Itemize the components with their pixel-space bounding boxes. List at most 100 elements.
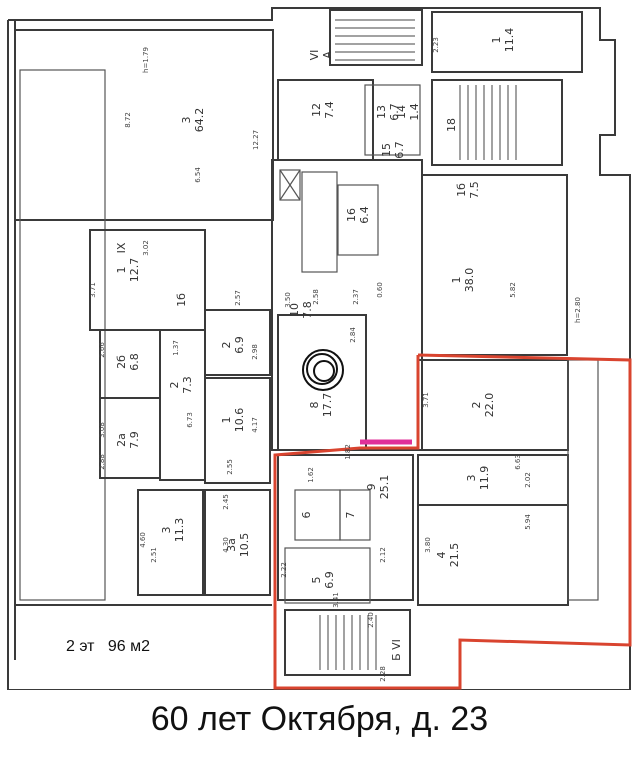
dimension-label: 3.02: [142, 240, 150, 256]
room-9-outline: [277, 454, 414, 601]
room-area: 6.9: [233, 336, 246, 354]
room-number: 4: [435, 552, 448, 559]
dimension-label: 2.55: [226, 459, 234, 475]
dimension-label: 2.51: [150, 547, 158, 563]
room-area: 11.4: [503, 28, 516, 53]
dimension-label: 4.30: [222, 537, 230, 553]
room-area: А: [321, 51, 334, 59]
dimension-label: 1.37: [172, 340, 180, 356]
room-18-stairs-outline: [431, 79, 563, 166]
dimension-label: 2.88: [98, 454, 106, 470]
dimension-label: 8.72: [124, 112, 132, 128]
room-number: 9: [365, 484, 378, 491]
room-label: IX: [115, 242, 128, 253]
room-area: 7.9: [128, 431, 141, 449]
room-area: 10.6: [233, 408, 246, 433]
room-number: 3: [180, 117, 193, 124]
room-label: 7: [344, 512, 357, 519]
top-stair-outline: [329, 9, 423, 66]
room-number: 1: [490, 37, 503, 44]
room-number: 1: [220, 417, 233, 424]
room-area: 7.4: [323, 101, 336, 119]
dimension-label: 6.73: [186, 412, 194, 428]
room-10.5-outline: [204, 489, 271, 596]
room-1-top-outline: [431, 11, 583, 73]
window-bays: [567, 359, 599, 601]
dimension-label: 3.50: [284, 292, 292, 308]
dimension-label: 2.45: [222, 494, 230, 510]
room-7.3-outline: [159, 329, 206, 481]
dimension-label: 2.02: [524, 472, 532, 488]
room-label: 1б: [175, 293, 188, 307]
dimension-label: 2.58: [312, 289, 320, 305]
dimension-label: 4.17: [251, 417, 259, 433]
room-number: Б VI: [390, 639, 403, 661]
dimension-label: 2.98: [251, 344, 259, 360]
bottom-stairs: [319, 615, 377, 670]
building-outline: [7, 7, 631, 690]
room-number: 6: [300, 512, 313, 519]
room-5-outline: [284, 547, 371, 604]
room-number: 2: [470, 402, 483, 409]
room-number: 3: [465, 475, 478, 482]
dimension-label: h=2.80: [574, 297, 582, 323]
floor-info-caption: 2 эт 96 м2: [66, 638, 150, 655]
room-area: 64.2: [193, 108, 206, 133]
room-area: 38.0: [463, 268, 476, 293]
highlighted-unit-boundary: [273, 353, 632, 690]
dimension-label: 2.40: [367, 612, 375, 628]
room-number: 15: [380, 143, 393, 157]
dimension-label: 3.41: [332, 592, 340, 608]
room-number: 1б: [175, 293, 188, 307]
dimension-label: 1.62: [307, 467, 315, 483]
room-7-outline: [339, 489, 371, 541]
room-6.9-outline: [204, 309, 271, 376]
dimension-label: 2.12: [379, 547, 387, 563]
room-area: 6.7: [388, 103, 401, 121]
dimension-label: 2.66: [98, 342, 106, 358]
dimension-label: 6.63: [514, 454, 522, 470]
dimension-label: 3.71: [422, 392, 430, 408]
circle-mark: [302, 349, 344, 391]
wc-block: [301, 171, 338, 273]
dimension-label: 2.22: [280, 562, 288, 578]
dimension-label: 3.08: [98, 422, 106, 438]
address-caption: 60 лет Октября, д. 23: [150, 700, 489, 738]
room-11.3-outline: [137, 489, 204, 596]
dimension-label: 6.54: [194, 167, 202, 183]
dimension-label: 2.23: [432, 37, 440, 53]
room-label: 6: [300, 512, 313, 519]
dimension-label: 2.57: [234, 290, 242, 306]
room-area: 7.3: [181, 376, 194, 394]
top-stairs: [335, 19, 415, 61]
room-area: 10.5: [238, 533, 251, 558]
dimension-label: 2.28: [379, 666, 387, 682]
room-number: 14: [395, 105, 408, 119]
room-area: 6.4: [358, 206, 371, 224]
dimension-label: 3.71: [89, 282, 97, 298]
dimension-label: 5.94: [524, 514, 532, 530]
room-number: 10: [288, 303, 301, 317]
dimension-label: 2.37: [352, 289, 360, 305]
room-area: 22.0: [483, 393, 496, 418]
dimension-label: 3.80: [424, 537, 432, 553]
room-number: 18: [445, 118, 458, 132]
room-outline: [14, 29, 274, 221]
room-area: 1.4: [408, 103, 421, 121]
room-number: 8: [308, 402, 321, 409]
